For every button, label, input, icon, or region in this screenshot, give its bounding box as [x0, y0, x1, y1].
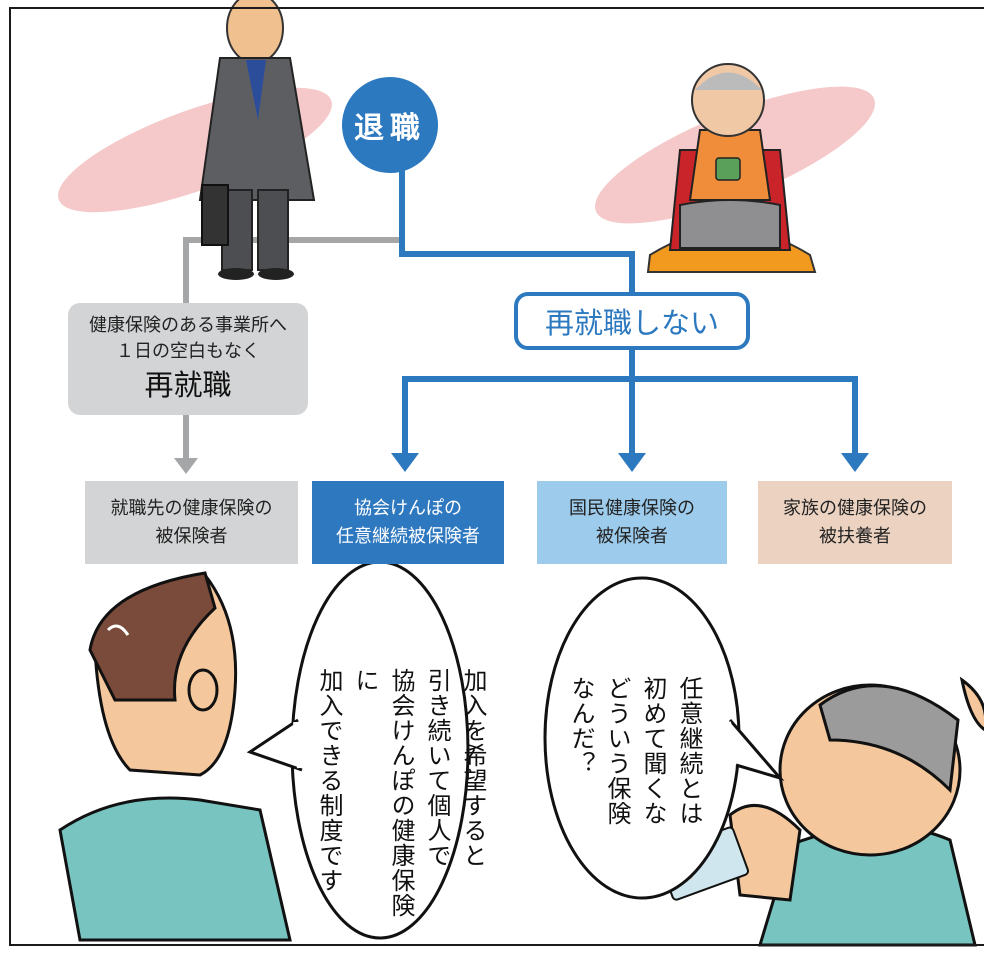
- speech-text-left: 加入を希望すると 引き続いて個人で 協会けんぽの健康保険に 加入できる制度です: [311, 668, 491, 918]
- no-rejob-box: 再就職しない: [514, 292, 750, 350]
- destination-line-1: 家族の健康保険の: [783, 497, 927, 519]
- panel-frame: [9, 7, 984, 946]
- speech-left-line-1: 加入を希望すると: [459, 668, 487, 868]
- speech-text-right: 任意継続とは 初めて聞くな どういう保険 なんだ？: [563, 676, 707, 856]
- speech-bubble-right: [543, 576, 785, 900]
- gray-arrow-head: [174, 458, 198, 474]
- rejob-line-3: 再就職: [144, 368, 232, 402]
- destination-line-1: 国民健康保険の: [569, 497, 695, 519]
- speech-left-line-3: 協会けんぽの健康保険に: [351, 668, 415, 918]
- destination-national-insurance: 国民健康保険の 被保険者: [537, 481, 727, 564]
- speech-left-line-2: 引き続いて個人で: [423, 668, 451, 868]
- destination-line-2: 任意継続被保険者: [336, 525, 480, 547]
- blue-flow-lines: [399, 170, 858, 455]
- destination-family-dependent: 家族の健康保険の 被扶養者: [758, 481, 952, 564]
- retire-circle: 退職: [342, 77, 438, 173]
- retiring-man-figure: [198, 0, 316, 280]
- speech-right-line-3: どういう保険: [603, 676, 631, 826]
- old-man-figure: [656, 676, 984, 947]
- destination-line-2: 被扶養者: [819, 525, 891, 547]
- rejob-line-1: 健康保険のある事業所へ: [89, 315, 287, 336]
- destination-employer-insurance: 就職先の健康保険の 被保険者: [85, 481, 298, 564]
- rejob-box: 健康保険のある事業所へ １日の空白もなく 再就職: [68, 303, 308, 415]
- gray-flow-lines: [183, 237, 400, 460]
- blue-arrow-heads: [391, 453, 869, 472]
- no-rejob-label: 再就職しない: [544, 306, 719, 340]
- young-man-figure: [58, 571, 292, 942]
- speech-right-line-4: なんだ？: [567, 676, 595, 776]
- speech-right-line-1: 任意継続とは: [675, 676, 703, 826]
- rejob-line-2: １日の空白もなく: [116, 341, 260, 362]
- destination-line-2: 被保険者: [155, 525, 228, 547]
- destination-line-1: 就職先の健康保険の: [110, 497, 273, 519]
- speech-right-line-2: 初めて聞くな: [639, 676, 667, 826]
- destination-line-1: 協会けんぽの: [354, 497, 462, 519]
- retire-label: 退職: [354, 111, 426, 146]
- elderly-man-figure: [646, 63, 817, 273]
- speech-left-line-4: 加入できる制度です: [315, 668, 343, 893]
- destination-line-2: 被保険者: [596, 525, 668, 547]
- destination-voluntary-continuation: 協会けんぽの 任意継続被保険者: [312, 481, 504, 564]
